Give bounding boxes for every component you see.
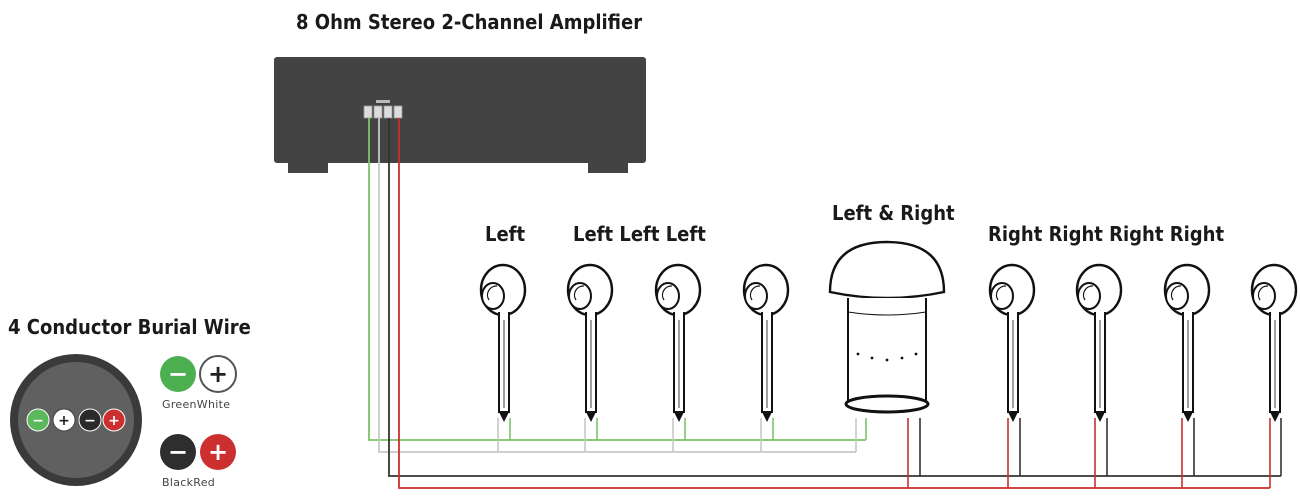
pair1-plus: + [208, 360, 228, 388]
mushroom-speaker [828, 240, 946, 414]
core-white-plus: + [58, 413, 70, 429]
spotlight-speaker-left-2 [566, 263, 614, 424]
core-green-minus: − [32, 413, 44, 429]
label-left-group: Left Left Left [573, 222, 706, 246]
green-white-pair-icon [160, 355, 237, 393]
spotlight-speaker-left-1 [479, 263, 527, 424]
label-left: Left [485, 222, 526, 246]
spotlight-speaker-right-2 [1075, 263, 1123, 424]
spotlight-speaker-left-4 [742, 263, 790, 424]
burial-wire-cross-section [10, 354, 142, 486]
core-black-minus: − [84, 413, 96, 429]
spotlight-speaker-right-1 [988, 263, 1036, 424]
amplifier-terminals [363, 100, 403, 119]
left-speaker-drops [497, 418, 867, 452]
amplifier [274, 57, 646, 173]
black-wire [388, 118, 1281, 477]
burial-wire-title: 4 Conductor Burial Wire [8, 315, 251, 339]
label-right-group: Right Right Right Right [988, 222, 1225, 246]
label-left-and-right: Left & Right [832, 201, 955, 225]
spotlight-speaker-right-4 [1250, 263, 1298, 424]
spotlight-speaker-right-3 [1163, 263, 1211, 424]
right-speaker-drops [907, 418, 1282, 488]
green-wire [368, 118, 866, 441]
red-wire [398, 118, 1270, 489]
white-wire [378, 118, 856, 453]
spotlight-speaker-left-3 [654, 263, 702, 424]
core-red-plus: + [108, 413, 120, 429]
pair2-label: BlackRed [162, 476, 216, 489]
pair2-plus: + [208, 438, 228, 466]
pair2-minus: − [168, 438, 188, 466]
pair1-minus: − [168, 360, 188, 388]
black-red-pair-icon [160, 434, 236, 470]
amplifier-title: 8 Ohm Stereo 2-Channel Amplifier [296, 10, 643, 34]
pair1-label: GreenWhite [162, 398, 231, 411]
